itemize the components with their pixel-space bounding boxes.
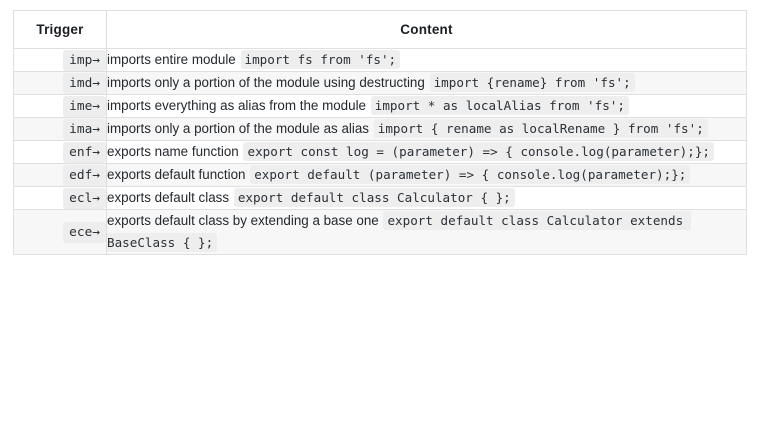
content-cell: exports name function export const log =… [106, 140, 747, 164]
table-row: ecl→exports default class export default… [13, 186, 747, 210]
content-cell: imports entire module import fs from 'fs… [106, 48, 747, 72]
content-description: exports default class [107, 190, 230, 205]
table-row: imp→imports entire module import fs from… [13, 48, 747, 72]
content-description: imports only a portion of the module as … [107, 121, 370, 136]
trigger-code: enf→ [63, 142, 106, 163]
trigger-code: ecl→ [63, 188, 106, 209]
content-description: imports everything as alias from the mod… [107, 98, 366, 113]
column-header-trigger: Trigger [13, 10, 107, 49]
table-row: enf→exports name function export const l… [13, 140, 747, 164]
content-description: exports name function [107, 144, 239, 159]
trigger-code: imp→ [63, 50, 106, 71]
content-cell: imports only a portion of the module as … [106, 117, 747, 141]
table-row: edf→exports default function export defa… [13, 163, 747, 187]
trigger-cell: ima→ [13, 117, 107, 141]
table-row: ime→imports everything as alias from the… [13, 94, 747, 118]
content-description: exports default function [107, 167, 246, 182]
content-cell: exports default class export default cla… [106, 186, 747, 210]
content-code-snippet: import {rename} from 'fs'; [429, 73, 635, 92]
trigger-cell: ime→ [13, 94, 107, 118]
content-code-snippet: import * as localAlias from 'fs'; [370, 96, 629, 115]
trigger-cell: edf→ [13, 163, 107, 187]
trigger-cell: ece→ [13, 209, 107, 255]
content-code-snippet: export default (parameter) => { console.… [250, 165, 691, 184]
snippet-trigger-table: Trigger Content imp→imports entire modul… [13, 10, 747, 255]
content-code-snippet: export const log = (parameter) => { cons… [243, 142, 714, 161]
trigger-cell: imp→ [13, 48, 107, 72]
trigger-cell: enf→ [13, 140, 107, 164]
table-row: ima→imports only a portion of the module… [13, 117, 747, 141]
content-cell: exports default function export default … [106, 163, 747, 187]
table-header: Trigger Content [13, 10, 747, 49]
trigger-code: ima→ [63, 119, 106, 140]
trigger-code: ime→ [63, 96, 106, 117]
content-cell: imports everything as alias from the mod… [106, 94, 747, 118]
trigger-code: imd→ [63, 73, 106, 94]
trigger-code: ece→ [63, 222, 106, 243]
content-description: exports default class by extending a bas… [107, 213, 379, 228]
content-description: imports entire module [107, 52, 236, 67]
content-cell: exports default class by extending a bas… [106, 209, 747, 255]
content-code-snippet: import { rename as localRename } from 'f… [373, 119, 708, 138]
table-header-row: Trigger Content [13, 10, 747, 49]
snippet-table-container: Trigger Content imp→imports entire modul… [13, 10, 747, 255]
table-row: imd→imports only a portion of the module… [13, 71, 747, 95]
content-code-snippet: export default class Calculator { }; [233, 188, 515, 207]
trigger-cell: imd→ [13, 71, 107, 95]
content-cell: imports only a portion of the module usi… [106, 71, 747, 95]
table-row: ece→exports default class by extending a… [13, 209, 747, 255]
content-description: imports only a portion of the module usi… [107, 75, 425, 90]
table-body: imp→imports entire module import fs from… [13, 48, 747, 255]
column-header-content: Content [106, 10, 747, 49]
trigger-code: edf→ [63, 165, 106, 186]
content-code-snippet: import fs from 'fs'; [240, 50, 401, 69]
trigger-cell: ecl→ [13, 186, 107, 210]
